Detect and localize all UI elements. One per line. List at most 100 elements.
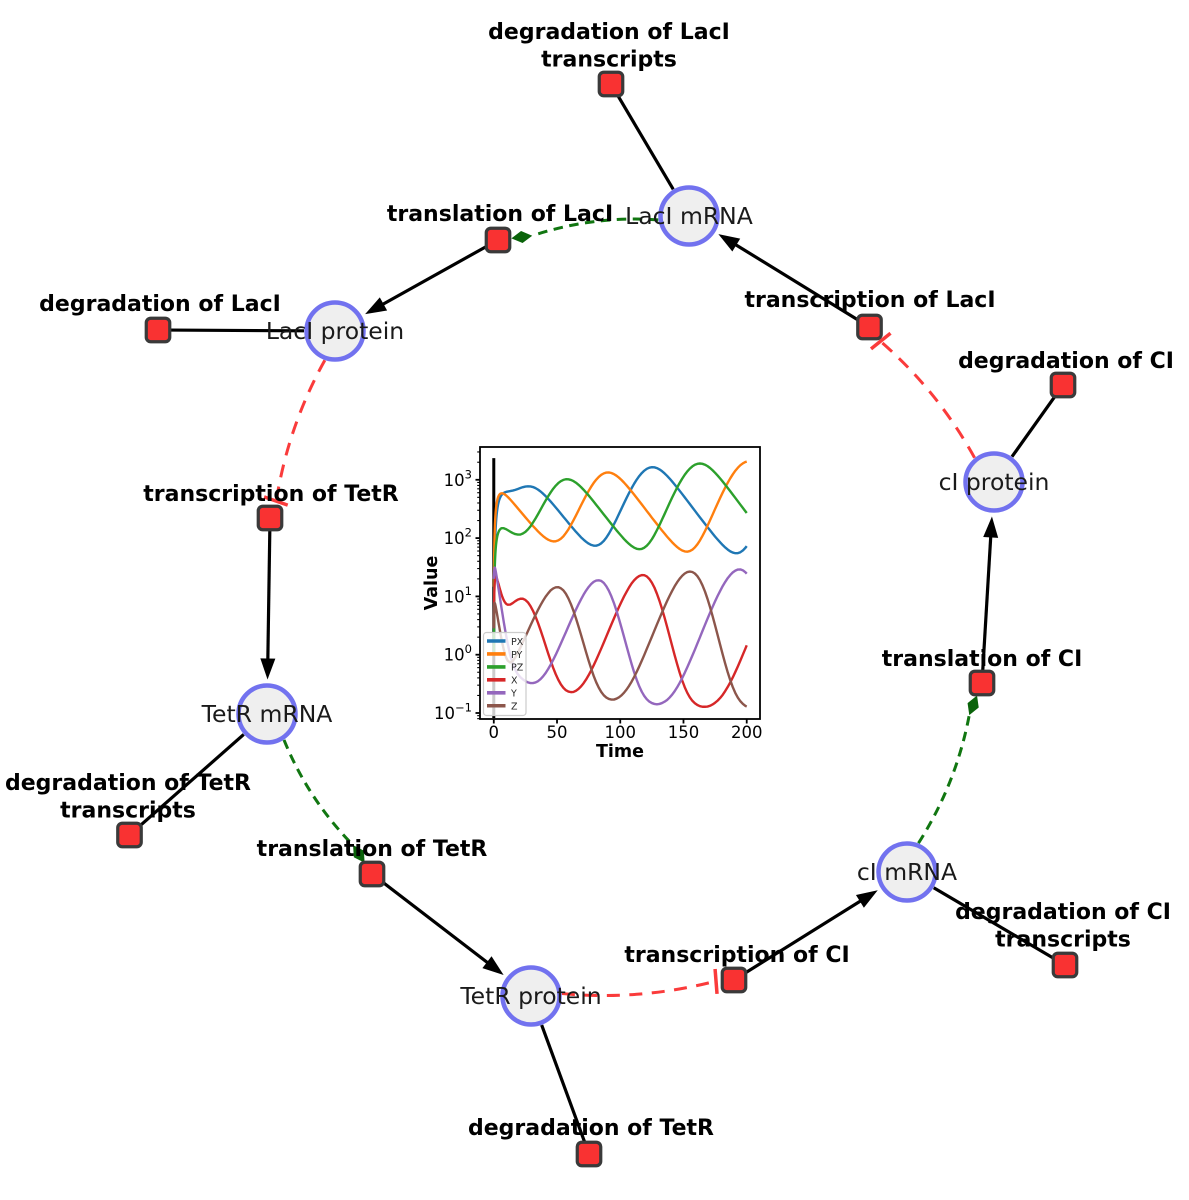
edge-inhibition-cI_protein-tx_LacI <box>869 331 976 459</box>
x-tick-label-0: 0 <box>489 723 500 742</box>
species-node-TetR_mRNA[interactable] <box>236 683 298 745</box>
reaction-node-deg_TetR[interactable] <box>575 1140 603 1168</box>
x-tick-label-50: 50 <box>547 723 568 742</box>
reaction-label-deg_TetR_tx-line0: degradation of TetR <box>5 771 251 796</box>
modifier-dashed-line <box>282 739 355 847</box>
legend-label-X: X <box>511 676 518 687</box>
reaction-label-transl_CI-line0: translation of CI <box>882 647 1083 672</box>
reaction-label-deg_CI-line0: degradation of CI <box>958 349 1174 374</box>
legend-label-Z: Z <box>511 702 518 713</box>
plot-series-PX <box>492 465 748 654</box>
reaction-label-tx_CI-line0: transcription of CI <box>624 943 849 968</box>
edge-production-transl_CI-cI_protein <box>981 516 999 672</box>
nodes-layer <box>116 70 1079 1168</box>
edge-production-transl_TetR-TetR_protein <box>380 880 504 975</box>
reaction-node-deg_CI[interactable] <box>1049 371 1077 399</box>
y-tick-label-1e3: 103 <box>444 467 472 490</box>
production-line <box>981 533 993 672</box>
species-node-LacI_mRNA[interactable] <box>658 185 720 247</box>
reaction-node-transl_CI[interactable] <box>968 669 996 697</box>
reaction-node-deg_CI_tx[interactable] <box>1051 951 1079 979</box>
reaction-label-deg_CI_tx-line1: transcripts <box>995 928 1131 953</box>
arrowhead-icon <box>718 234 741 252</box>
edge-consumption-cI_protein-deg_CI <box>1010 393 1058 458</box>
edge-consumption-LacI_mRNA-deg_LacI_tx <box>615 93 675 191</box>
production-line <box>380 880 492 966</box>
species-label-TetR_mRNA: TetR mRNA <box>201 700 333 728</box>
species-node-TetR_protein[interactable] <box>500 965 562 1027</box>
edge-modifier-LacI_mRNA-transl_LacI <box>511 217 659 243</box>
reaction-label-deg_LacI_tx-line0: degradation of LacI <box>488 20 730 45</box>
reaction-label-tx_LacI-line0: transcription of LacI <box>744 288 995 313</box>
edges-layer <box>137 93 1058 1144</box>
reaction-node-deg_LacI_tx[interactable] <box>597 70 625 98</box>
y-tick-label-1e1: 101 <box>444 584 472 607</box>
production-line <box>266 529 272 663</box>
reaction-node-tx_TetR[interactable] <box>256 504 284 532</box>
reaction-label-deg_LacI-line0: degradation of LacI <box>39 292 281 317</box>
edge-inhibition-LacI_protein-tx_TetR <box>263 359 327 507</box>
edge-production-tx_CI-cI_mRNA <box>743 890 878 976</box>
labels-layer: degradation of LacI transcripts translatio… <box>5 20 1174 1141</box>
y-tick-label-1e-1: 10−1 <box>434 700 472 723</box>
edge-consumption-LacI_protein-deg_LacI <box>169 328 305 333</box>
reaction-label-deg_TetR-line0: degradation of TetR <box>468 1116 714 1141</box>
modifier-diamond-icon <box>353 845 365 863</box>
production-line <box>732 241 861 323</box>
species-node-LacI_protein[interactable] <box>304 300 366 362</box>
inhibition-tbar-icon <box>713 968 719 995</box>
reaction-label-deg_TetR_tx-line1: transcripts <box>60 799 196 824</box>
reaction-label-tx_TetR-line0: transcription of TetR <box>143 482 399 507</box>
plot-xlabel: Time <box>596 742 644 762</box>
edge-production-tx_LacI-LacI_mRNA <box>718 234 861 323</box>
edge-modifier-TetR_mRNA-transl_TetR <box>282 739 365 863</box>
reaction-node-transl_TetR[interactable] <box>358 860 386 888</box>
consumption-line <box>169 328 305 333</box>
reaction-label-deg_LacI_tx-line1: transcripts <box>541 48 677 73</box>
reaction-node-deg_LacI[interactable] <box>144 316 172 344</box>
edge-inhibition-TetR_protein-tx_CI <box>561 968 719 997</box>
legend-label-PZ: PZ <box>511 663 524 674</box>
species-label-LacI_mRNA: LacI mRNA <box>625 202 753 230</box>
plot-series-Y <box>492 566 748 706</box>
edge-production-tx_TetR-TetR_mRNA <box>260 529 276 680</box>
reaction-node-tx_CI[interactable] <box>720 966 748 994</box>
y-tick-label-1e2: 102 <box>444 526 472 549</box>
inhibition-dashed-line <box>881 341 976 459</box>
consumption-line <box>540 1024 587 1144</box>
production-line <box>743 897 865 976</box>
plot-series-PY <box>492 460 748 587</box>
arrowhead-icon <box>260 658 276 680</box>
inhibition-tbar-icon <box>263 495 289 507</box>
inhibition-dashed-line <box>275 359 327 500</box>
reaction-node-deg_TetR_tx[interactable] <box>116 821 143 849</box>
consumption-line <box>932 886 1056 961</box>
legend-label-PX: PX <box>511 637 524 648</box>
arrowhead-icon <box>482 956 504 975</box>
edge-production-transl_LacI-LacI_protein <box>365 244 489 315</box>
legend-label-Y: Y <box>510 689 517 700</box>
y-tick-label-1e0: 100 <box>444 642 472 665</box>
inhibition-tbar-icon <box>869 331 892 351</box>
reaction-node-tx_LacI[interactable] <box>856 313 883 341</box>
modifier-diamond-icon <box>511 231 533 243</box>
species-node-cI_mRNA[interactable] <box>876 841 938 903</box>
x-tick-label-200: 200 <box>731 723 763 742</box>
reaction-label-transl_TetR-line0: translation of TetR <box>257 837 488 862</box>
species-node-cI_protein[interactable] <box>963 451 1025 513</box>
modifier-dashed-line <box>917 714 971 844</box>
inhibition-dashed-line <box>561 980 715 997</box>
modifier-diamond-icon <box>967 695 979 716</box>
species-label-LacI_protein: LacI protein <box>266 317 404 345</box>
plot-series-Z <box>492 570 748 708</box>
consumption-line <box>1010 393 1058 458</box>
x-tick-label-150: 150 <box>668 723 700 742</box>
plot-series-PZ <box>492 462 748 655</box>
reaction-node-transl_LacI[interactable] <box>484 226 512 254</box>
species-label-cI_protein: cI protein <box>939 468 1050 496</box>
consumption-line <box>137 733 245 829</box>
production-line <box>379 244 489 308</box>
consumption-line <box>615 93 675 191</box>
